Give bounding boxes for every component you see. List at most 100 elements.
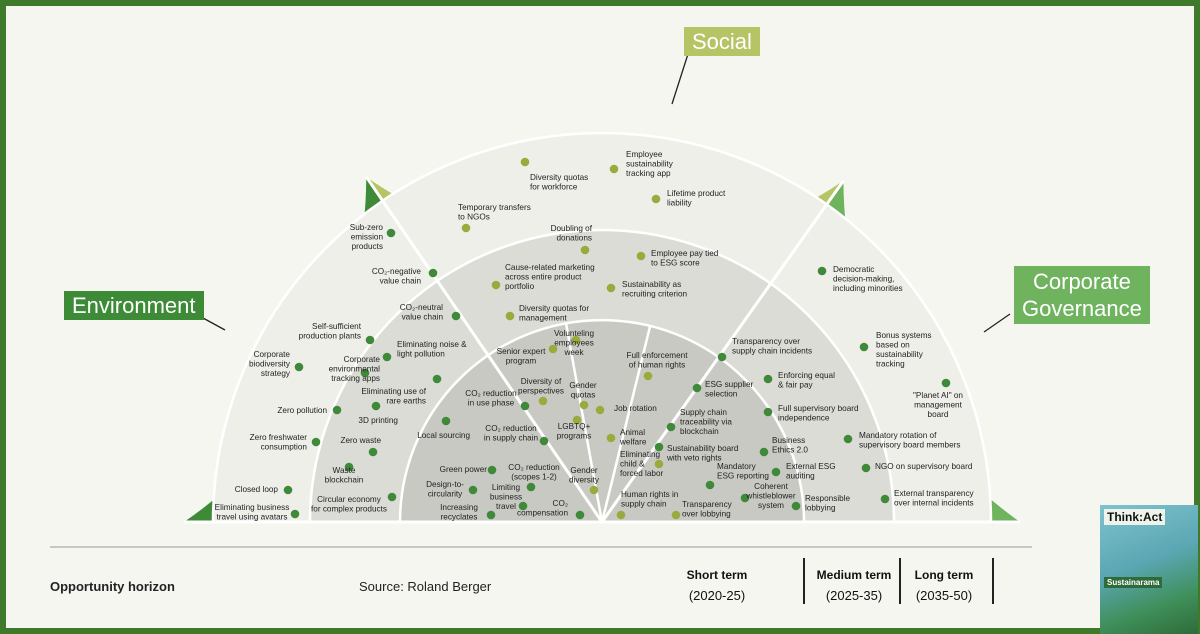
item-label-line: Transparency xyxy=(682,500,733,509)
item-label-line: recruiting criterion xyxy=(622,290,688,299)
item-dot xyxy=(291,510,300,519)
item-label: Animalwelfare xyxy=(619,428,647,447)
item-dot xyxy=(881,495,890,504)
item-dot xyxy=(388,493,397,502)
item-dot xyxy=(433,375,442,384)
item-label-line: value chain xyxy=(380,277,422,286)
item-label-line: Sub-zero xyxy=(350,223,384,232)
item-label-line: across entire product xyxy=(505,273,582,282)
item-dot xyxy=(610,165,619,174)
item-label-line: Enforcing equal xyxy=(778,371,835,380)
item-label-line: production plants xyxy=(299,332,361,341)
item-label-line: travel using avatars xyxy=(217,513,288,522)
medium-term-years: (2025-35) xyxy=(804,588,904,603)
item-label-line: Corporate xyxy=(344,355,381,364)
item-label-line: Eliminating noise & xyxy=(397,340,467,349)
category-social-label: Social xyxy=(684,27,760,56)
item-label: NGO on supervisory board xyxy=(875,462,973,471)
item-label: CO₂ reduction(scopes 1-2) xyxy=(508,463,560,482)
item-dot xyxy=(655,460,664,469)
item-20: Eliminating businesstravel using avatars xyxy=(215,503,300,522)
item-label-line: Zero freshwater xyxy=(250,433,308,442)
horizon-medium: Medium term (2025-35) xyxy=(804,568,904,603)
item-label-line: blockchain xyxy=(680,427,719,436)
item-label-line: travel xyxy=(496,502,516,511)
item-label-line: to NGOs xyxy=(458,213,490,222)
item-label-line: tracking app xyxy=(626,169,671,178)
item-label-line: CO₂ xyxy=(553,499,568,508)
item-dot xyxy=(369,448,378,457)
item-dot xyxy=(860,343,869,352)
item-dot xyxy=(607,284,616,293)
item-label-line: sustainability xyxy=(876,350,924,359)
item-label-line: supply chain incidents xyxy=(732,347,812,356)
item-label-line: ESG reporting xyxy=(717,472,769,481)
item-dot xyxy=(539,397,548,406)
item-dot xyxy=(590,486,599,495)
item-dot xyxy=(764,375,773,384)
item-dot xyxy=(764,408,773,417)
item-label-line: CO₂-negative xyxy=(372,267,422,276)
item-label-line: traceability via xyxy=(680,418,732,427)
item-label-line: emission xyxy=(351,233,384,242)
item-dot xyxy=(333,406,342,415)
item-label: Closed loop xyxy=(235,485,279,494)
item-label-line: Transparency over xyxy=(732,337,800,346)
item-dot xyxy=(862,464,871,473)
item-label-line: based on xyxy=(876,341,910,350)
item-dot xyxy=(617,511,626,520)
item-label-line: Temporary transfers xyxy=(458,203,531,212)
item-label-line: Gender xyxy=(569,381,597,390)
item-label-line: Coherent xyxy=(754,482,788,491)
item-dot xyxy=(540,437,549,446)
item-label-line: Sustainability board xyxy=(667,444,739,453)
item-label-line: CO₂ reduction xyxy=(508,463,560,472)
item-dot xyxy=(492,281,501,290)
item-label: Diversity ofperspectives xyxy=(518,377,564,396)
item-label-line: & fair pay xyxy=(778,381,813,390)
item-label-line: (scopes 1-2) xyxy=(511,473,557,482)
item-label-line: compensation xyxy=(517,509,568,518)
item-label-line: Eliminating use of xyxy=(361,387,426,396)
item-label-line: circularity xyxy=(428,490,463,499)
item-dot xyxy=(667,423,676,432)
item-label: Increasingrecyclates xyxy=(440,503,478,522)
item-dot xyxy=(429,269,438,278)
item-label-line: Sustainability as xyxy=(622,280,681,289)
item-label-line: independence xyxy=(778,414,830,423)
item-label-line: Lifetime product xyxy=(667,189,726,198)
item-dot xyxy=(942,379,951,388)
item-label-line: over lobbying xyxy=(682,510,731,519)
item-label-line: including minorities xyxy=(833,284,903,293)
item-label-line: perspectives xyxy=(518,387,564,396)
item-label-line: Volunteling xyxy=(554,329,595,338)
item-label-line: Business xyxy=(772,436,805,445)
item-dot xyxy=(383,353,392,362)
item-label-line: of human rights xyxy=(629,361,685,370)
item-label-line: management xyxy=(519,314,568,323)
item-dot xyxy=(366,336,375,345)
item-label-line: environmental xyxy=(329,365,381,374)
item-label-line: Closed loop xyxy=(235,485,279,494)
item-label-line: LGBTQ+ xyxy=(558,422,591,431)
item-label-line: child & xyxy=(620,460,645,469)
item-dot xyxy=(772,468,781,477)
item-label-line: board xyxy=(928,410,949,419)
item-label-line: supply chain xyxy=(621,500,667,509)
item-dot xyxy=(488,466,497,475)
item-label-line: Corporate xyxy=(254,350,291,359)
item-label-line: in use phase xyxy=(468,399,515,408)
item-label-line: Senior expert xyxy=(497,347,546,356)
item-dot xyxy=(792,502,801,511)
item-label-line: External ESG xyxy=(786,462,836,471)
item-dot xyxy=(521,402,530,411)
item-label-line: Waste xyxy=(333,466,356,475)
pointer-governance xyxy=(984,314,1010,332)
item-label-line: for complex products xyxy=(311,505,387,514)
item-label-line: Human rights in xyxy=(621,490,679,499)
item-label: LGBTQ+programs xyxy=(557,422,592,441)
